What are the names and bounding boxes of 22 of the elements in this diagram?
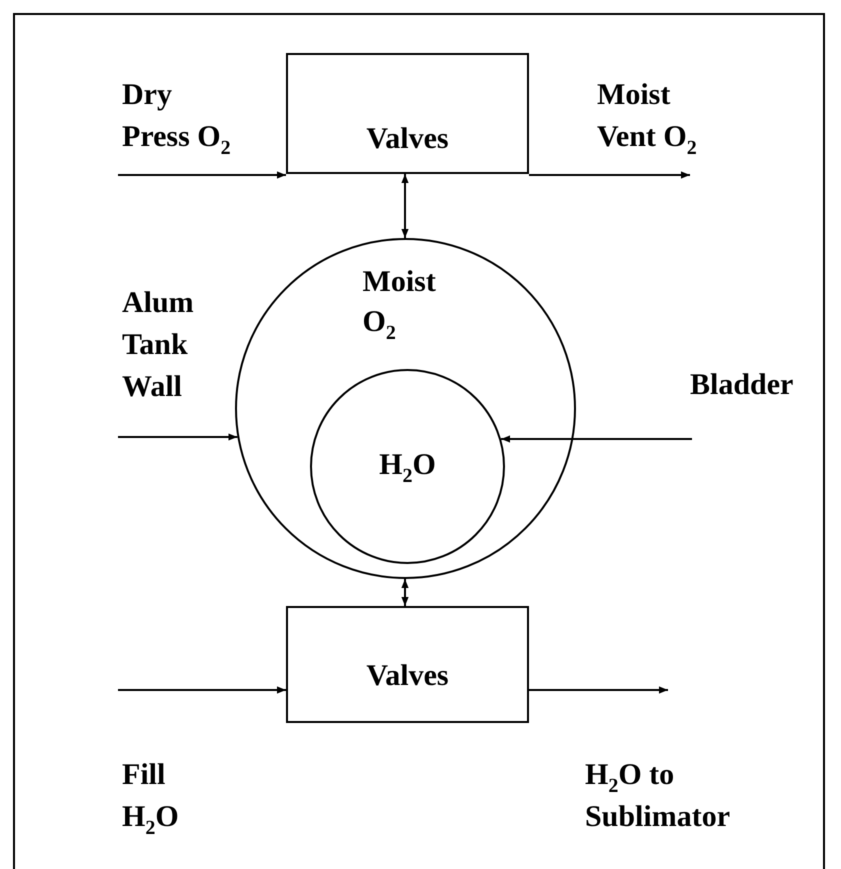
node-label: Valves [365, 121, 450, 157]
valve-box [286, 53, 529, 174]
arrow [501, 435, 692, 443]
arrow [118, 686, 286, 694]
node-label: Moist O$_{2}$ [362, 264, 437, 342]
flow-label: H$_{2}$O to Sublimator [585, 757, 732, 835]
flow-label: Moist Vent O$_{2}$ [597, 77, 698, 158]
flow-label: Bladder [690, 367, 794, 403]
flow-label: Dry Press O$_{2}$ [122, 77, 232, 158]
arrow [118, 171, 286, 179]
arrow [118, 433, 238, 441]
arrow [529, 686, 668, 694]
flow-label: Fill H$_{2}$O [122, 757, 180, 838]
flow-label: Alum Tank Wall [122, 285, 195, 405]
arrow [401, 174, 409, 238]
bladder-circle [310, 369, 505, 564]
tank-circle [235, 238, 576, 579]
node-label: Valves [365, 658, 450, 694]
valve-box [286, 606, 529, 723]
arrow [401, 579, 409, 606]
node-label: H$_{2}$O [378, 447, 437, 485]
arrow [529, 171, 690, 179]
